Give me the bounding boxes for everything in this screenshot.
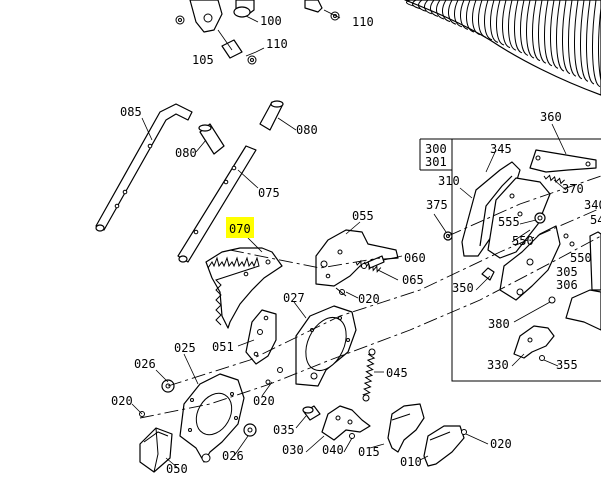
label-085: 085 [120, 105, 142, 119]
label-035: 035 [273, 423, 295, 437]
sleeve-080-left [198, 123, 225, 155]
label-020-a: 020 [358, 292, 380, 306]
top-hardware [175, 0, 341, 65]
label-345: 345 [490, 142, 512, 156]
tine-010 [423, 425, 465, 467]
label-050: 050 [166, 462, 188, 476]
label-040: 040 [322, 443, 344, 457]
label-550-a: 550 [512, 234, 534, 248]
inset-detail-box [419, 138, 601, 382]
bracket-330 [513, 325, 555, 359]
label-080-right: 080 [296, 123, 318, 137]
plate-051 [245, 309, 277, 365]
label-306: 306 [556, 278, 578, 292]
bolt-060 [361, 255, 385, 269]
label-045: 045 [386, 366, 408, 380]
label-380: 380 [488, 317, 510, 331]
part-labels: 100 110 110 105 085 080 080 075 070 055 … [111, 14, 601, 476]
label-555: 555 [498, 215, 520, 229]
label-020-d: 020 [490, 437, 512, 451]
label-030: 030 [282, 443, 304, 457]
serrated-plate-070 [205, 247, 283, 329]
label-110-mid: 110 [266, 37, 288, 51]
bolt-020-d [461, 429, 467, 435]
label-100: 100 [260, 14, 282, 28]
bracket-030 [321, 405, 371, 441]
bolt-110-top [304, 0, 323, 13]
leader-lines [131, 117, 567, 469]
tine-015 [387, 403, 425, 453]
bushing-105 [221, 39, 243, 59]
label-080-left: 080 [175, 146, 197, 160]
label-54: 54 [590, 213, 601, 227]
bracket-055 [315, 229, 399, 287]
label-305: 305 [556, 265, 578, 279]
label-020-c: 020 [253, 394, 275, 408]
coil-spring-top-right [404, 0, 601, 96]
spring-045 [362, 348, 376, 402]
label-025: 025 [174, 341, 196, 355]
label-330: 330 [487, 358, 509, 372]
label-060: 060 [404, 251, 426, 265]
label-015: 015 [358, 445, 380, 459]
label-370: 370 [562, 182, 584, 196]
label-105: 105 [192, 53, 214, 67]
spring-340 [589, 231, 601, 291]
label-070: 070 [229, 222, 251, 236]
bolt-040 [349, 433, 355, 439]
label-010: 010 [400, 455, 422, 469]
label-350: 350 [452, 281, 474, 295]
label-360: 360 [540, 110, 562, 124]
label-310: 310 [438, 174, 460, 188]
label-355: 355 [556, 358, 578, 372]
highlight-box-070 [226, 217, 254, 238]
label-550-b: 550 [570, 251, 592, 265]
assembly-axes [139, 175, 601, 419]
bushing-035 [302, 405, 321, 421]
label-110-top: 110 [352, 15, 374, 29]
lever-085 [95, 103, 193, 232]
label-300: 300 [425, 142, 447, 156]
plate-027 [295, 305, 357, 387]
label-027: 027 [283, 291, 305, 305]
tine-305 [565, 289, 601, 331]
block-050 [139, 427, 173, 473]
label-375: 375 [426, 198, 448, 212]
plate-360 [529, 149, 597, 173]
sleeve-080-right [259, 100, 284, 131]
label-301: 301 [425, 155, 447, 169]
label-020-b: 020 [111, 394, 133, 408]
label-055: 055 [352, 209, 374, 223]
plate-025 [179, 373, 245, 463]
label-340: 340 [584, 198, 601, 212]
label-051: 051 [212, 340, 234, 354]
washer-026-right [243, 423, 257, 437]
lever-075 [177, 145, 257, 263]
label-026-right: 026 [222, 449, 244, 463]
bolt-020-c [265, 367, 283, 385]
bolt-020-a [335, 287, 347, 297]
label-065: 065 [402, 273, 424, 287]
label-075: 075 [258, 186, 280, 200]
label-026-left: 026 [134, 357, 156, 371]
